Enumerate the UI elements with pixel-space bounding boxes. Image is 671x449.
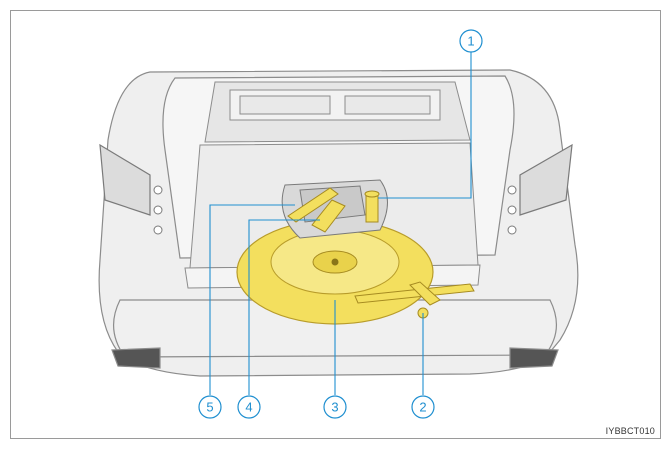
leader-5 — [209, 204, 295, 395]
callout-1: 1 — [459, 29, 483, 53]
callout-5-number: 5 — [206, 400, 213, 415]
image-code: IYBBCT010 — [605, 426, 655, 436]
jack — [364, 190, 380, 223]
body-bolts — [153, 185, 517, 235]
callout-3-number: 3 — [331, 400, 338, 415]
callout-5: 5 — [198, 395, 222, 419]
jack-handle — [354, 281, 475, 319]
callout-1-number: 1 — [467, 34, 474, 49]
tool-bag — [311, 199, 346, 233]
callout-4: 4 — [237, 395, 261, 419]
callout-3: 3 — [323, 395, 347, 419]
leader-4 — [248, 219, 320, 395]
leader-1 — [378, 52, 472, 199]
callout-4-number: 4 — [245, 400, 252, 415]
callout-2-number: 2 — [419, 400, 426, 415]
callout-leaders — [209, 52, 472, 395]
tail-lights — [99, 143, 573, 216]
callout-2: 2 — [411, 395, 435, 419]
